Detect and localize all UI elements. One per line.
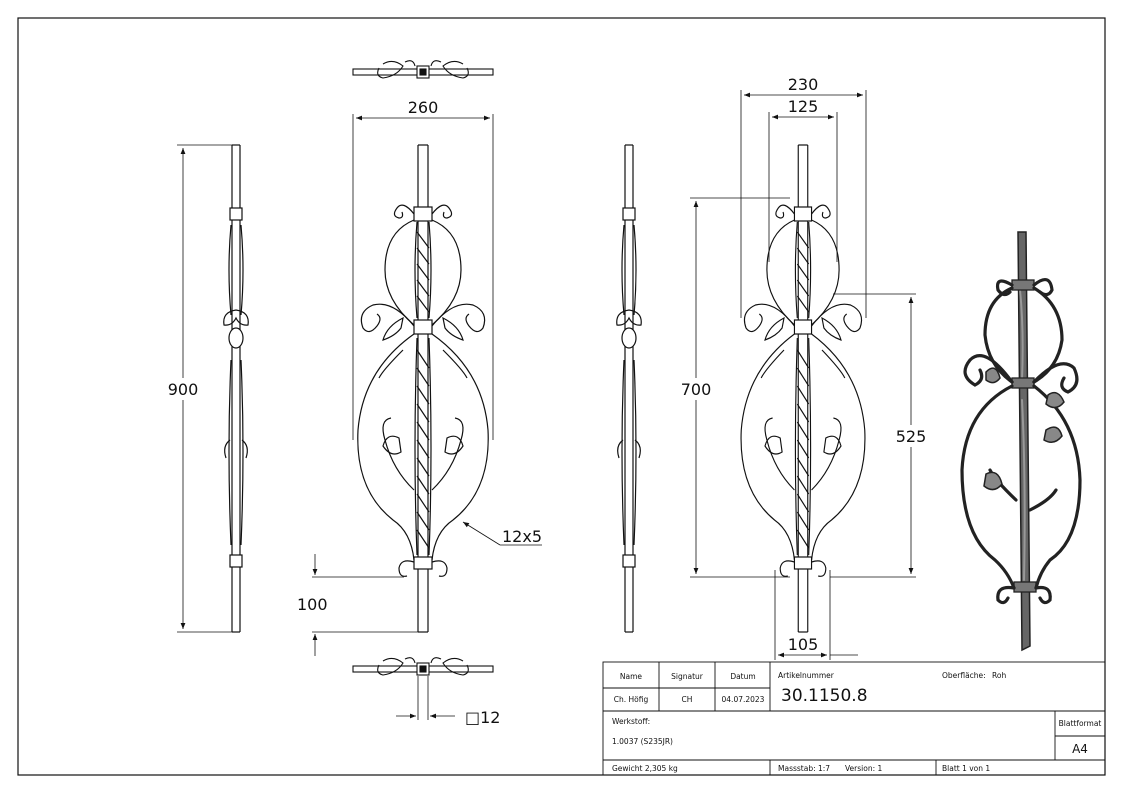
version: Version: 1	[845, 764, 882, 773]
dimension-text-105: 105	[788, 635, 819, 654]
gewicht: Gewicht 2,305 kg	[612, 764, 678, 773]
dimension-text-125: 125	[788, 97, 819, 116]
datum-value: 04.07.2023	[722, 695, 765, 704]
oberflaeche-value: Roh	[992, 671, 1006, 680]
dimension-text-230: 230	[788, 75, 819, 94]
dimension-230: 230	[740, 75, 867, 318]
dimension-text-700: 700	[681, 380, 712, 399]
dimension-text-260: 260	[408, 98, 439, 117]
dimension-text-square-12: □12	[465, 708, 500, 727]
signatur-label: Signatur	[671, 672, 704, 681]
blatt: Blatt 1 von 1	[942, 764, 990, 773]
top-view-upper	[352, 60, 494, 79]
dimension-text-100: 100	[297, 595, 328, 614]
front-view-right	[740, 144, 866, 633]
dimension-105: 105	[774, 570, 858, 660]
datum-label: Datum	[730, 672, 755, 681]
dimension-125: 125	[768, 97, 838, 262]
front-view-left	[357, 144, 489, 633]
dimension-text-12x5: 12x5	[502, 527, 542, 546]
top-view-lower	[352, 657, 494, 676]
dimension-text-525: 525	[896, 427, 927, 446]
dimension-100: 100	[297, 554, 418, 656]
massstab: Massstab: 1:7	[778, 764, 830, 773]
oberflaeche-label: Oberfläche:	[942, 671, 986, 680]
werkstoff-label: Werkstoff:	[612, 717, 650, 726]
leader-12x5: 12x5	[462, 521, 542, 546]
side-view-left	[223, 144, 249, 633]
isometric-view	[960, 231, 1082, 652]
dimension-525: 525	[830, 293, 929, 578]
blattformat-label: Blattformat	[1059, 719, 1102, 728]
artikelnummer-value: 30.1150.8	[781, 686, 868, 706]
signatur-value: CH	[682, 695, 693, 704]
dimension-900: 900	[165, 144, 232, 633]
artikelnummer-label: Artikelnummer	[778, 671, 835, 680]
dimension-260: 260	[352, 98, 494, 440]
side-view-right	[616, 144, 642, 633]
name-label: Name	[620, 672, 643, 681]
dimension-text-900: 900	[168, 380, 199, 399]
werkstoff-value: 1.0037 (S235JR)	[612, 737, 673, 746]
name-value: Ch. Höfig	[614, 695, 649, 704]
title-block	[602, 661, 1106, 776]
dimension-square-12: □12	[396, 676, 500, 727]
blattformat-value: A4	[1072, 742, 1088, 756]
dimension-700: 700	[678, 197, 790, 578]
